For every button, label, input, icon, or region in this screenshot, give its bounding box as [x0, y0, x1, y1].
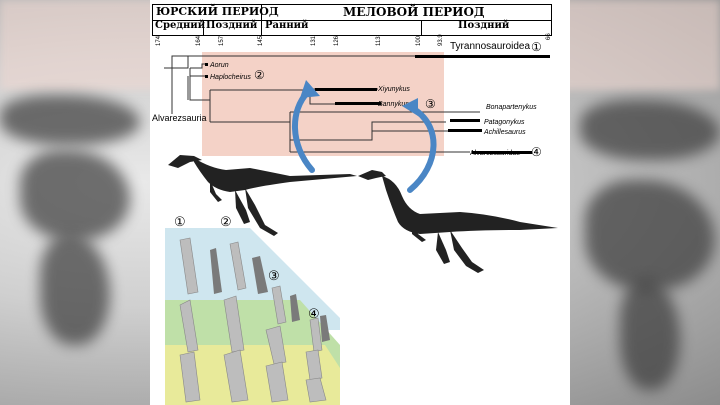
clade-label: Alvarezsauria: [152, 113, 207, 123]
marker-2-inset: ②: [220, 214, 232, 229]
figure-canvas: 174 164 157 145 131 126 113 100 93.9 66: [152, 33, 558, 405]
marker-1-top: ①: [531, 40, 542, 54]
tick-113: 113: [376, 36, 382, 46]
range-bars: [205, 55, 550, 154]
jurassic-label: ЮРСКИЙ ПЕРИОД: [156, 5, 279, 18]
early-cretaceous-label: Ранний: [265, 20, 309, 31]
tick-145: 145: [258, 35, 264, 46]
tick-157: 157: [219, 35, 225, 46]
taxon-achillesaurus: Achillesaurus: [483, 129, 526, 136]
hand-evolution-inset: ① ② ③ ④: [165, 214, 340, 405]
phylogeny-figure: ЮРСКИЙ ПЕРИОД МЕЛОВОЙ ПЕРИОД Средний Поз…: [150, 0, 570, 405]
dinosaur-skeleton-derived: [358, 170, 558, 273]
marker-1-inset: ①: [174, 214, 186, 229]
tick-100: 100: [416, 35, 422, 46]
cretaceous-label: МЕЛОВОЙ ПЕРИОД: [343, 5, 485, 19]
middle-jurassic-label: Средний: [155, 20, 206, 31]
transition-arrows: [292, 80, 437, 193]
taxon-alvarezsauridae: Alvarezsauridae: [470, 150, 520, 157]
marker-4-top: ④: [531, 145, 542, 159]
taxon-aorun: Aorun: [209, 62, 229, 69]
marker-3-top: ③: [425, 97, 436, 111]
marker-2-top: ②: [254, 68, 265, 82]
taxon-xiyunykus: Xiyunykus: [377, 86, 410, 93]
tick-131: 131: [311, 35, 317, 46]
marker-3-inset: ③: [268, 268, 280, 283]
tick-66: 66: [546, 33, 552, 40]
late-jurassic-label: Поздний: [206, 20, 258, 31]
taxon-haplocheirus: Haplocheirus: [210, 74, 251, 81]
timescale-ticks: 174 164 157 145 131 126 113 100 93.9 66: [156, 33, 552, 46]
taxon-bannykus: Bannykus: [378, 101, 409, 108]
period-header: ЮРСКИЙ ПЕРИОД МЕЛОВОЙ ПЕРИОД Средний Поз…: [152, 4, 552, 36]
tick-164: 164: [196, 35, 202, 46]
taxon-tyrannosauroidea: Tyrannosauroidea: [450, 41, 530, 52]
tick-174: 174: [156, 35, 162, 46]
marker-4-inset: ④: [308, 306, 320, 321]
tick-126: 126: [334, 35, 340, 46]
tick-93-9: 93.9: [438, 34, 444, 46]
taxon-bonapartenykus: Bonapartenykus: [486, 104, 537, 111]
dinosaur-skeleton-primitive: [168, 155, 357, 236]
late-cretaceous-label: Поздний: [458, 20, 510, 31]
taxon-patagonykus: Patagonykus: [484, 119, 525, 126]
